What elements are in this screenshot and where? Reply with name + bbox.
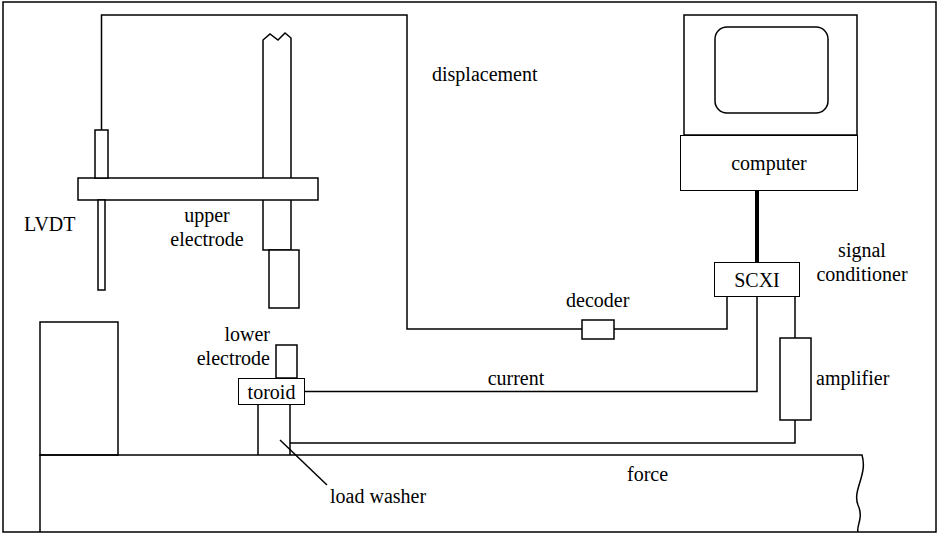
load-washer-side	[289, 405, 291, 455]
node-text: SCXI	[734, 270, 780, 290]
monitor-screen	[715, 27, 828, 113]
device-label: amplifier	[816, 366, 889, 390]
displacement-wire	[102, 15, 583, 329]
decoder-box	[582, 320, 614, 339]
signal-label: current	[486, 367, 547, 389]
lower-electrode	[276, 345, 297, 378]
part-label: upper electrode	[158, 203, 256, 251]
decoder-wire	[614, 297, 727, 329]
device-label: decoder	[566, 288, 629, 312]
toroid-box: toroid	[238, 378, 305, 405]
frame-column	[40, 322, 118, 455]
load-washer-side	[257, 405, 259, 455]
signal-label: force	[627, 462, 668, 486]
crossbar	[78, 178, 318, 200]
device-label: signal conditioner	[810, 238, 914, 286]
upper-electrode-column	[263, 33, 291, 250]
leader-line	[280, 440, 327, 485]
upper-electrode-tip	[269, 250, 299, 308]
signal-conditioner-box: SCXI	[714, 262, 800, 297]
signal-wire	[755, 191, 759, 262]
frame-border	[3, 2, 936, 532]
computer-base: computer	[680, 135, 858, 191]
amplifier-box	[780, 338, 811, 420]
force-wire	[290, 420, 795, 443]
part-label: lower electrode	[172, 322, 270, 370]
signal-wire	[305, 297, 757, 392]
lvdt-body	[95, 130, 108, 178]
amplifier-wire	[794, 297, 796, 338]
node-text: toroid	[248, 382, 296, 402]
lvdt-rod	[98, 200, 105, 290]
monitor-housing	[684, 15, 857, 135]
base-plate	[40, 455, 863, 532]
part-label: load washer	[330, 484, 426, 508]
device-label: LVDT	[24, 212, 75, 236]
node-text: computer	[731, 153, 807, 173]
signal-label: displacement	[432, 62, 538, 86]
